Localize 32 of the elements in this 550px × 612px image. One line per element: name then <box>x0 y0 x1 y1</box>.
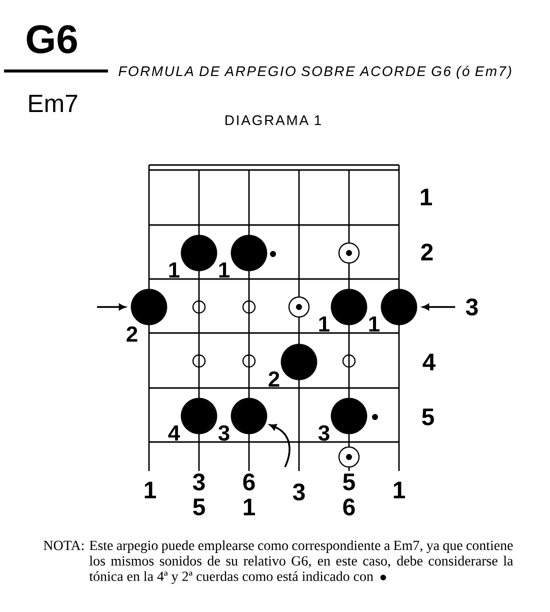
interval-number: 3 <box>192 474 205 490</box>
interval-number: 5 <box>193 498 205 516</box>
interval-number: 6 <box>243 474 255 490</box>
curved-arrow <box>270 424 290 468</box>
figure-label: DIAGRAMA 1 <box>226 115 321 126</box>
finger-number: 2 <box>126 326 138 342</box>
chord-name: G6 <box>26 25 77 54</box>
arrow <box>422 304 456 310</box>
interval-number: 1 <box>394 482 405 498</box>
finger-number: 1 <box>219 262 230 278</box>
finger-number: 4 <box>168 425 180 441</box>
finger-number: 1 <box>369 316 380 332</box>
interval-number: 3 <box>292 484 305 500</box>
finger-number: 3 <box>318 425 330 441</box>
finger-number: 3 <box>218 425 230 441</box>
finger-number: 1 <box>319 316 330 332</box>
fret-number: 3 <box>466 298 478 316</box>
arrow <box>97 304 126 310</box>
interval-number: 1 <box>244 498 255 516</box>
finger-number: 2 <box>268 371 280 387</box>
fret-number: 1 <box>420 188 432 206</box>
fret-number: 5 <box>422 408 434 426</box>
fret-number: 4 <box>422 354 436 370</box>
fret-number: 2 <box>421 244 433 260</box>
interval-number: 1 <box>144 482 156 498</box>
note-label: NOTA: <box>44 540 84 550</box>
interval-number: 6 <box>343 498 355 516</box>
title: FORMULA DE ARPEGIO SOBRE ACORDE G6 (ó Em7) <box>118 66 512 79</box>
note-text: Este arpegio puede emplearse como correspondiente a Em7, ya que contiene los mismos sonidos de su relativo G6, en este caso, debe considerarse la tónica en la 4ª y 2ª cuerdas como está indicado con <box>89 540 514 584</box>
chord-name: Em7 <box>29 94 78 112</box>
finger-number: 1 <box>169 262 180 278</box>
interval-number: 5 <box>343 474 355 490</box>
